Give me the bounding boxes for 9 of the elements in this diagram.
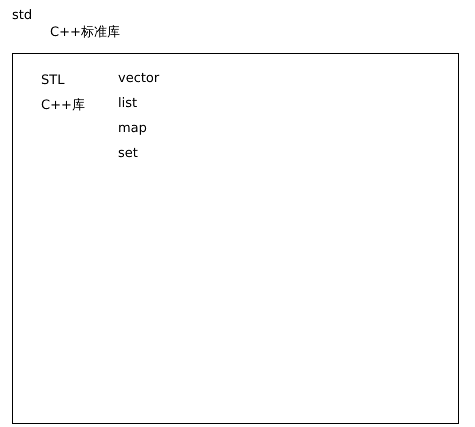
library-label: C++标准库	[50, 25, 120, 41]
namespace-label: std	[12, 8, 32, 24]
container-label: list	[118, 96, 138, 112]
container-label: map	[118, 121, 147, 137]
container-label: set	[118, 146, 138, 162]
category-label: C++库	[41, 98, 85, 114]
container-box	[12, 53, 459, 424]
container-label: vector	[118, 71, 160, 87]
category-label: STL	[41, 73, 64, 89]
